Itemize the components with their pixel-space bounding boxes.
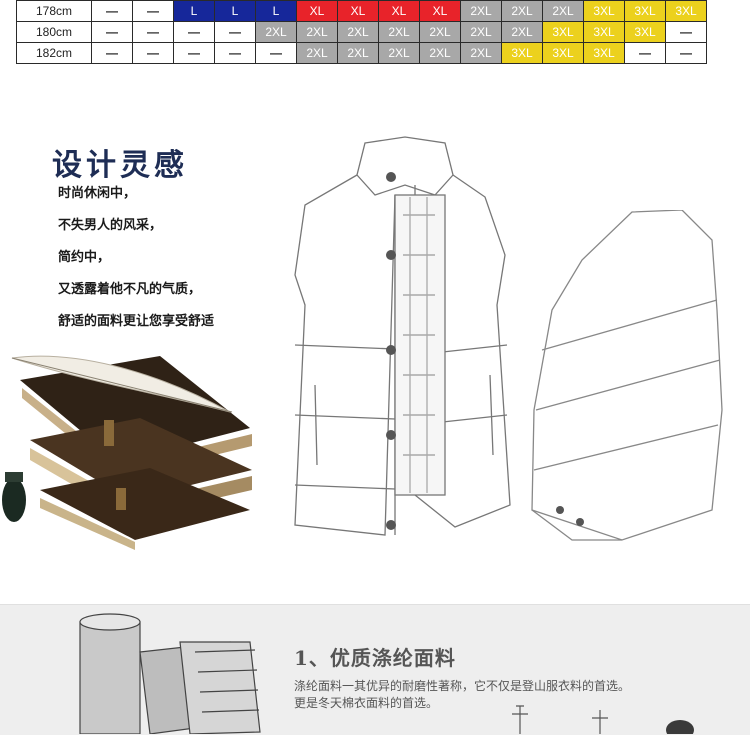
size-cell: 2XL: [460, 21, 502, 43]
size-cell: 2XL: [460, 42, 502, 64]
size-cell: 3XL: [665, 0, 707, 22]
size-cell: —: [91, 21, 133, 43]
size-cell: —: [173, 21, 215, 43]
design-line: 简约中，: [58, 250, 111, 265]
size-cell: 2XL: [419, 42, 461, 64]
design-line: 不失男人的风采，: [58, 218, 163, 233]
size-cell: 2XL: [296, 42, 338, 64]
feature-description: 涤纶面料一其优异的耐磨性著称，它不仅是登山服衣料的首选。 更是冬天棉衣面料的首选…: [294, 678, 714, 712]
height-label: 182cm: [16, 42, 92, 64]
fabric-roll-illustration: [79, 613, 261, 734]
size-cell: 2XL: [542, 0, 584, 22]
size-cell: 2XL: [501, 0, 543, 22]
size-cell: —: [91, 0, 133, 22]
size-cell: —: [214, 21, 256, 43]
size-cell: 2XL: [419, 21, 461, 43]
tools-illustration: [512, 705, 694, 734]
size-cell: —: [624, 42, 666, 64]
size-cell: 2XL: [378, 21, 420, 43]
size-cell: 3XL: [542, 42, 584, 64]
height-label: 180cm: [16, 21, 92, 43]
size-cell: 3XL: [501, 42, 543, 64]
size-cell: —: [665, 21, 707, 43]
size-cell: 2XL: [460, 0, 502, 22]
vest-front-sketch: [294, 136, 511, 536]
feature-description-line: 涤纶面料一其优异的耐磨性著称，它不仅是登山服衣料的首选。: [294, 679, 631, 693]
size-cell: 3XL: [624, 21, 666, 43]
size-cell: XL: [419, 0, 461, 22]
size-cell: 2XL: [501, 21, 543, 43]
size-cell: L: [214, 0, 256, 22]
size-cell: 2XL: [337, 21, 379, 43]
size-cell: 2XL: [255, 21, 297, 43]
size-cell: XL: [337, 0, 379, 22]
size-cell: L: [255, 0, 297, 22]
size-cell: L: [173, 0, 215, 22]
size-cell: 3XL: [542, 21, 584, 43]
size-cell: 2XL: [378, 42, 420, 64]
size-cell: —: [91, 42, 133, 64]
size-cell: —: [132, 0, 174, 22]
size-cell: 3XL: [583, 42, 625, 64]
size-cell: XL: [296, 0, 338, 22]
size-cell: 2XL: [337, 42, 379, 64]
design-line: 舒适的面料更让您享受舒适: [58, 314, 215, 329]
height-label: 178cm: [16, 0, 92, 22]
vest-back-sketch: [531, 210, 723, 541]
size-cell: 3XL: [583, 21, 625, 43]
size-cell: 3XL: [583, 0, 625, 22]
design-line: 又透露着他不凡的气质，: [58, 282, 202, 297]
size-cell: XL: [378, 0, 420, 22]
size-cell: —: [132, 21, 174, 43]
size-cell: —: [214, 42, 256, 64]
books-quill-illustration: [2, 355, 252, 550]
design-inspiration-text: 时尚休闲中， 不失男人的风采， 简约中， 又透露着他不凡的气质， 舒适的面料更让…: [58, 184, 214, 344]
size-cell: —: [132, 42, 174, 64]
design-line: 时尚休闲中，: [58, 186, 137, 201]
size-cell: —: [255, 42, 297, 64]
size-cell: 3XL: [624, 0, 666, 22]
size-cell: —: [173, 42, 215, 64]
feature-description-line: 更是冬天棉衣面料的首选。: [294, 696, 439, 710]
feature-title: 1、优质涤纶面料: [294, 646, 456, 670]
size-cell: —: [665, 42, 707, 64]
size-cell: 2XL: [296, 21, 338, 43]
design-inspiration-title: 设计灵感: [52, 148, 188, 183]
